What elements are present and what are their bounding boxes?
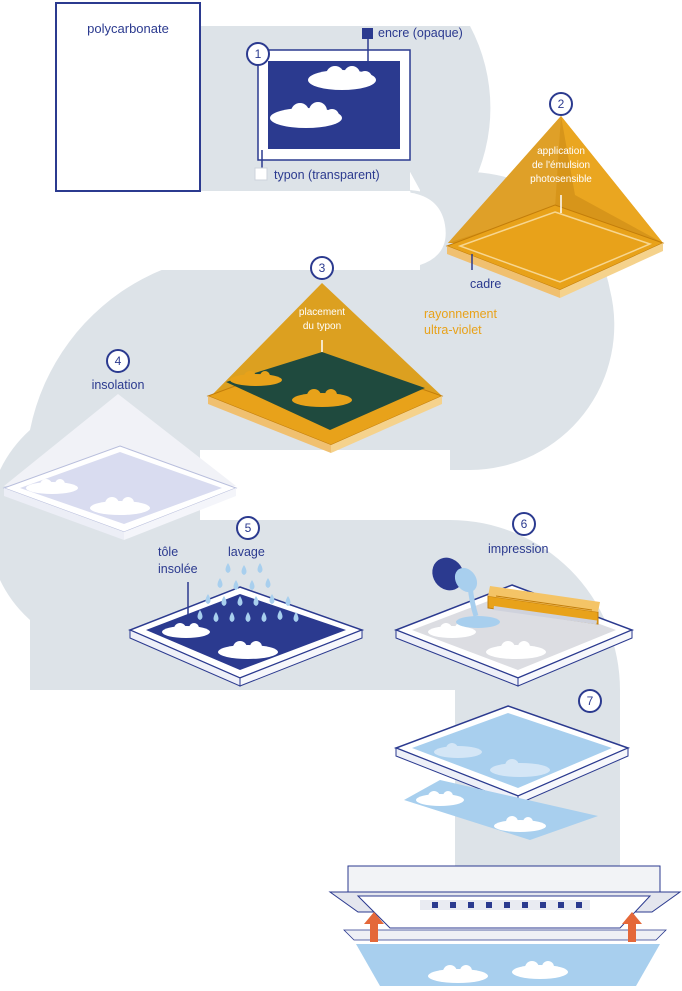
result-frame — [393, 705, 631, 805]
typon-frame: encre (opaque) typon (transparent) — [254, 26, 463, 182]
cloud-icon — [218, 641, 278, 659]
rayonnement-label-2: ultra-violet — [424, 323, 482, 337]
svg-text:2: 2 — [558, 97, 565, 111]
application-label-3: photosensible — [530, 174, 592, 185]
squeegee-icon — [487, 586, 600, 625]
emulsion-frame — [445, 204, 665, 298]
step-badge-5: 5 — [236, 516, 260, 540]
svg-text:5: 5 — [245, 521, 252, 535]
formed-sheet — [356, 944, 660, 986]
svg-text:6: 6 — [521, 517, 528, 531]
step-badge-3: 3 — [310, 256, 334, 280]
svg-text:3: 3 — [319, 261, 326, 275]
cloud-icon — [270, 102, 342, 128]
printed-sheet — [404, 780, 598, 840]
placement-pyramid — [211, 283, 442, 396]
vent-slots — [432, 902, 582, 908]
process-path — [0, 26, 620, 880]
tole-label-1: tôle — [158, 545, 178, 559]
application-label-1: application — [537, 146, 585, 157]
cloud-icon — [416, 791, 464, 806]
application-label-2: de l'émulsion — [532, 160, 590, 171]
path-cutouts — [30, 192, 682, 900]
thermoforming-machine — [328, 865, 682, 941]
cloud-icon — [308, 66, 376, 90]
cloud-icon — [512, 961, 568, 979]
lavage-label: lavage — [228, 545, 265, 559]
svg-text:4: 4 — [115, 354, 122, 368]
cadre-label: cadre — [470, 277, 501, 291]
encre-label: encre (opaque) — [378, 26, 463, 40]
insolation-light — [4, 394, 236, 486]
cloud-icon — [434, 743, 482, 758]
svg-text:1: 1 — [255, 47, 262, 61]
polycarbonate-panel: polycarbonate — [55, 2, 201, 192]
cloud-icon — [486, 641, 546, 659]
placement-frame — [206, 352, 444, 453]
ink-pot-icon — [432, 557, 479, 617]
step-badge-4: 4 — [106, 349, 130, 373]
placement-label-2: du typon — [303, 321, 341, 332]
water-drops — [197, 563, 299, 622]
insolation-label: insolation — [92, 378, 145, 392]
cloud-icon — [26, 479, 78, 494]
ink-swatch-icon — [362, 28, 373, 39]
impression-label: impression — [488, 542, 548, 556]
step-badge-2: 2 — [549, 92, 573, 116]
rayonnement-label-1: rayonnement — [424, 307, 497, 321]
insolation-frame — [2, 445, 238, 540]
cloud-icon — [230, 371, 282, 386]
cloud-icon — [292, 389, 352, 407]
polycarbonate-label: polycarbonate — [87, 21, 169, 36]
ink-puddle — [456, 616, 500, 628]
typon-label: typon (transparent) — [274, 168, 380, 182]
up-arrow-icon — [364, 912, 384, 942]
step-badge-6: 6 — [512, 512, 536, 536]
transparent-swatch-icon — [254, 167, 268, 181]
placement-label-1: placement — [299, 307, 345, 318]
svg-text:7: 7 — [587, 694, 594, 708]
tole-label-2: insolée — [158, 562, 198, 576]
up-arrow-icon — [622, 912, 642, 942]
cloud-icon — [494, 816, 546, 832]
cloud-icon — [490, 759, 550, 777]
step-badge-1: 1 — [246, 42, 270, 66]
cloud-icon — [428, 965, 488, 983]
step-badge-7: 7 — [578, 689, 602, 713]
cloud-icon — [90, 497, 150, 515]
emulsion-pyramid — [448, 116, 663, 243]
cloud-icon — [162, 623, 210, 638]
